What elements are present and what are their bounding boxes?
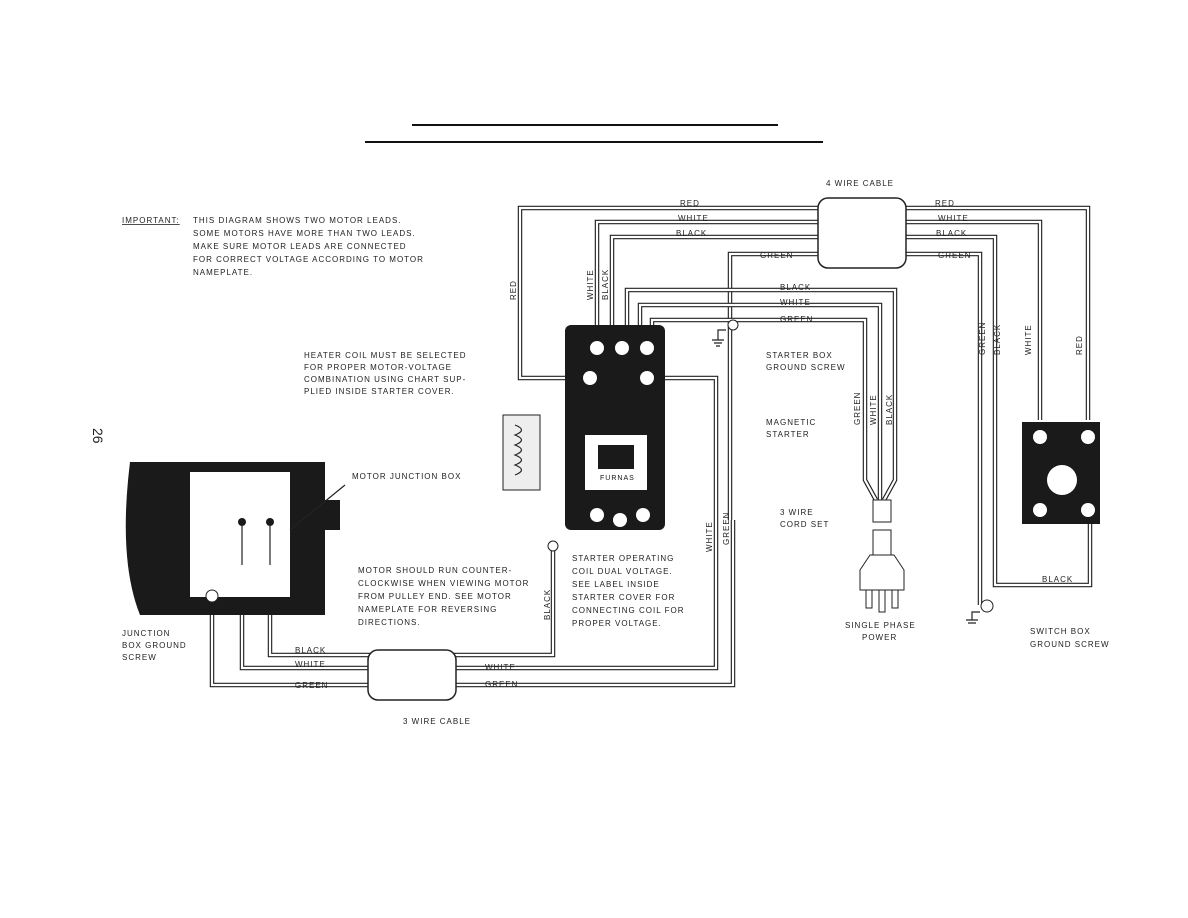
starter-brand: FURNAS bbox=[600, 475, 635, 482]
four-wire-cable-sheath bbox=[817, 197, 907, 269]
svg-text:CONNECTING COIL FOR: CONNECTING COIL FOR bbox=[572, 606, 684, 615]
switch-box bbox=[1022, 422, 1100, 524]
motor-junction-box-label: MOTOR JUNCTION BOX bbox=[352, 472, 461, 481]
wire-label: BLACK bbox=[885, 394, 894, 425]
svg-text:BOX GROUND: BOX GROUND bbox=[122, 641, 187, 650]
switch-ground-note: SWITCH BOX GROUND SCREW bbox=[1030, 627, 1110, 649]
svg-text:FROM PULLEY END. SEE MOTOR: FROM PULLEY END. SEE MOTOR bbox=[358, 592, 512, 601]
wire-label: GREEN bbox=[978, 322, 987, 355]
wire-label: WHITE bbox=[678, 214, 709, 223]
power-cord-wires bbox=[624, 287, 898, 502]
ground-symbol-icon bbox=[712, 329, 726, 347]
power-label: SINGLE PHASE POWER bbox=[845, 621, 916, 642]
svg-text:SOME MOTORS HAVE MORE THAN TWO: SOME MOTORS HAVE MORE THAN TWO LEADS. bbox=[193, 229, 416, 238]
wire-label: WHITE bbox=[586, 269, 595, 300]
switch-ground-screw-icon bbox=[980, 599, 994, 613]
wire-label: GREEN bbox=[485, 680, 518, 689]
starter-note: STARTER OPERATING COIL DUAL VOLTAGE. SEE… bbox=[572, 554, 684, 628]
svg-text:FOR CORRECT VOLTAGE ACCORDING: FOR CORRECT VOLTAGE ACCORDING TO MOTOR bbox=[193, 255, 424, 264]
svg-text:COIL DUAL VOLTAGE.: COIL DUAL VOLTAGE. bbox=[572, 567, 673, 576]
svg-text:CORD SET: CORD SET bbox=[780, 520, 829, 529]
wire-label: GREEN bbox=[853, 392, 862, 425]
starter-ground-screw-icon bbox=[727, 319, 739, 331]
cord-set-label: 3 WIRE CORD SET bbox=[780, 508, 829, 529]
svg-text:PROPER VOLTAGE.: PROPER VOLTAGE. bbox=[572, 619, 662, 628]
wire-label: BLACK bbox=[936, 229, 967, 238]
svg-text:STARTER OPERATING: STARTER OPERATING bbox=[572, 554, 674, 563]
wire-label: WHITE bbox=[1024, 324, 1033, 355]
svg-text:SINGLE PHASE: SINGLE PHASE bbox=[845, 621, 916, 630]
svg-text:MAGNETIC: MAGNETIC bbox=[766, 418, 816, 427]
svg-text:CLOCKWISE WHEN VIEWING MOTOR: CLOCKWISE WHEN VIEWING MOTOR bbox=[358, 579, 529, 588]
wire-label: RED bbox=[935, 199, 955, 208]
wire-label: RED bbox=[680, 199, 700, 208]
svg-text:NAMEPLATE.: NAMEPLATE. bbox=[193, 268, 253, 277]
junction-ground-screw-icon bbox=[205, 589, 219, 603]
wire-label: RED bbox=[509, 280, 518, 300]
important-note: THIS DIAGRAM SHOWS TWO MOTOR LEADS. SOME… bbox=[193, 216, 424, 277]
svg-text:MOTOR SHOULD RUN COUNTER-: MOTOR SHOULD RUN COUNTER- bbox=[358, 566, 512, 575]
motor-note: MOTOR SHOULD RUN COUNTER- CLOCKWISE WHEN… bbox=[358, 566, 529, 627]
leader-line bbox=[289, 484, 346, 531]
magnetic-starter-label: MAGNETIC STARTER bbox=[766, 418, 816, 439]
motor bbox=[125, 462, 340, 615]
svg-text:3 WIRE: 3 WIRE bbox=[780, 508, 814, 517]
magnetic-starter bbox=[565, 325, 665, 530]
wire-label: BLACK bbox=[295, 646, 326, 655]
three-wire-cable-label: 3 WIRE CABLE bbox=[403, 717, 471, 726]
svg-text:GROUND SCREW: GROUND SCREW bbox=[766, 363, 846, 372]
four-wire-cable-label: 4 WIRE CABLE bbox=[826, 179, 894, 188]
wire-label: WHITE bbox=[705, 521, 714, 552]
svg-text:DIRECTIONS.: DIRECTIONS. bbox=[358, 618, 421, 627]
wire-label: GREEN bbox=[760, 251, 793, 260]
ground-symbol-icon bbox=[966, 611, 980, 624]
starter-ground-note: STARTER BOX GROUND SCREW bbox=[766, 351, 846, 372]
wire-label: BLACK bbox=[543, 589, 552, 620]
svg-text:NAMEPLATE FOR REVERSING: NAMEPLATE FOR REVERSING bbox=[358, 605, 497, 614]
svg-text:SCREW: SCREW bbox=[122, 653, 157, 662]
wire-label: GREEN bbox=[938, 251, 971, 260]
wire-label: WHITE bbox=[938, 214, 969, 223]
wire-label: BLACK bbox=[1042, 575, 1073, 584]
heater-coil bbox=[502, 414, 541, 491]
wire-label: BLACK bbox=[780, 283, 811, 292]
svg-text:JUNCTION: JUNCTION bbox=[122, 629, 170, 638]
wire-label: RED bbox=[1075, 335, 1084, 355]
svg-text:STARTER: STARTER bbox=[766, 430, 810, 439]
svg-text:STARTER BOX: STARTER BOX bbox=[766, 351, 833, 360]
wire-label: GREEN bbox=[780, 315, 813, 324]
wire-label: GREEN bbox=[295, 681, 328, 690]
svg-text:GROUND SCREW: GROUND SCREW bbox=[1030, 640, 1110, 649]
svg-text:SWITCH BOX: SWITCH BOX bbox=[1030, 627, 1091, 636]
svg-text:PLIED INSIDE STARTER COVER.: PLIED INSIDE STARTER COVER. bbox=[304, 387, 455, 396]
svg-text:STARTER COVER FOR: STARTER COVER FOR bbox=[572, 593, 675, 602]
heater-note: HEATER COIL MUST BE SELECTED FOR PROPER … bbox=[304, 351, 467, 396]
wire-label: BLACK bbox=[601, 269, 610, 300]
svg-text:FOR PROPER MOTOR-VOLTAGE: FOR PROPER MOTOR-VOLTAGE bbox=[304, 363, 452, 372]
important-label: IMPORTANT: bbox=[122, 216, 180, 225]
svg-text:MAKE SURE MOTOR LEADS ARE CONN: MAKE SURE MOTOR LEADS ARE CONNECTED bbox=[193, 242, 407, 251]
svg-text:POWER: POWER bbox=[862, 633, 897, 642]
svg-text:COMBINATION USING CHART SUP-: COMBINATION USING CHART SUP- bbox=[304, 375, 466, 384]
three-wire-run bbox=[209, 375, 736, 688]
wire-label: GREEN bbox=[722, 512, 731, 545]
page-number: 26 bbox=[90, 428, 106, 444]
plug bbox=[859, 499, 905, 613]
svg-text:THIS DIAGRAM SHOWS TWO MOTOR L: THIS DIAGRAM SHOWS TWO MOTOR LEADS. bbox=[193, 216, 402, 225]
wire-label: BLACK bbox=[676, 229, 707, 238]
wire-label: WHITE bbox=[295, 660, 326, 669]
wire-label: WHITE bbox=[485, 663, 516, 672]
three-wire-cable-sheath bbox=[367, 649, 457, 701]
wire-label: BLACK bbox=[993, 324, 1002, 355]
svg-text:SEE LABEL INSIDE: SEE LABEL INSIDE bbox=[572, 580, 660, 589]
coil-terminal bbox=[547, 540, 559, 552]
wire-label: WHITE bbox=[780, 298, 811, 307]
wire-label: WHITE bbox=[869, 394, 878, 425]
svg-text:HEATER COIL MUST BE SELECTED: HEATER COIL MUST BE SELECTED bbox=[304, 351, 467, 360]
junction-ground-note: JUNCTION BOX GROUND SCREW bbox=[122, 629, 187, 662]
